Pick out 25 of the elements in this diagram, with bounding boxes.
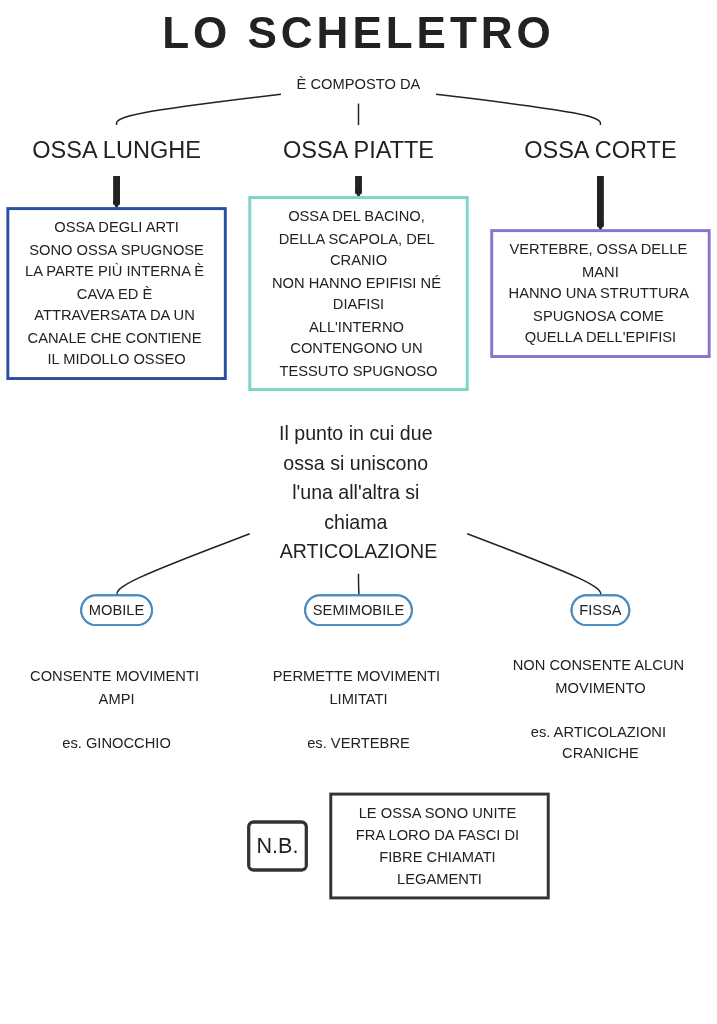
connector <box>116 533 251 597</box>
node-box: LE OSSA SONO UNITE FRA LORO DA FASCI DI FIBRE CHIAMATI LEGAMENTI <box>329 792 550 900</box>
node-label: NON CONSENTE ALCUN MOVIMENTO <box>512 656 685 696</box>
connector <box>435 93 602 126</box>
connector <box>466 533 602 597</box>
connector <box>357 102 360 126</box>
node-text: È COMPOSTO DA <box>296 75 421 93</box>
node-label: es. VERTEBRE <box>307 733 410 751</box>
title: LO SCHELETRO <box>161 8 556 58</box>
arrow <box>596 174 605 232</box>
connector <box>115 93 282 126</box>
node-label: es. ARTICOLAZIONI CRANICHE <box>530 722 667 762</box>
node-text: OSSA PIATTE <box>282 136 435 164</box>
connector <box>357 572 360 597</box>
arrow <box>112 174 121 209</box>
node-box: OSSA DEL BACINO, DELLA SCAPOLA, DEL CRANIO NON HANNO EPIFISI NÉ DIAFISI ALL'INTERNO CONTENGONO UN TESSUTO SPUGNOSO <box>248 196 469 392</box>
node-text: Il punto in cui due ossa si uniscono l'una all'altra si chiama ARTICOLAZIONE <box>278 422 438 562</box>
node-label: es. GINOCCHIO <box>62 733 171 751</box>
node-box: OSSA DEGLI ARTI SONO OSSA SPUGNOSE LA PARTE PIÙ INTERNA È CAVA ED È ATTRAVERSATA DA UN CANALE CHE CONTIENE IL MIDOLLO OSSEO <box>6 207 227 380</box>
node-text: OSSA CORTE <box>524 136 677 164</box>
arrow <box>354 174 363 198</box>
node-label: CONSENTE MOVIMENTI AMPI <box>30 667 200 707</box>
node-box: VERTEBRE, OSSA DELLE MANI HANNO UNA STRUTTURA SPUGNOSA COME QUELLA DELL'EPIFISI <box>490 229 711 358</box>
node-text: OSSA LUNGHE <box>32 136 201 164</box>
node-label: PERMETTE MOVIMENTI LIMITATI <box>272 667 441 707</box>
